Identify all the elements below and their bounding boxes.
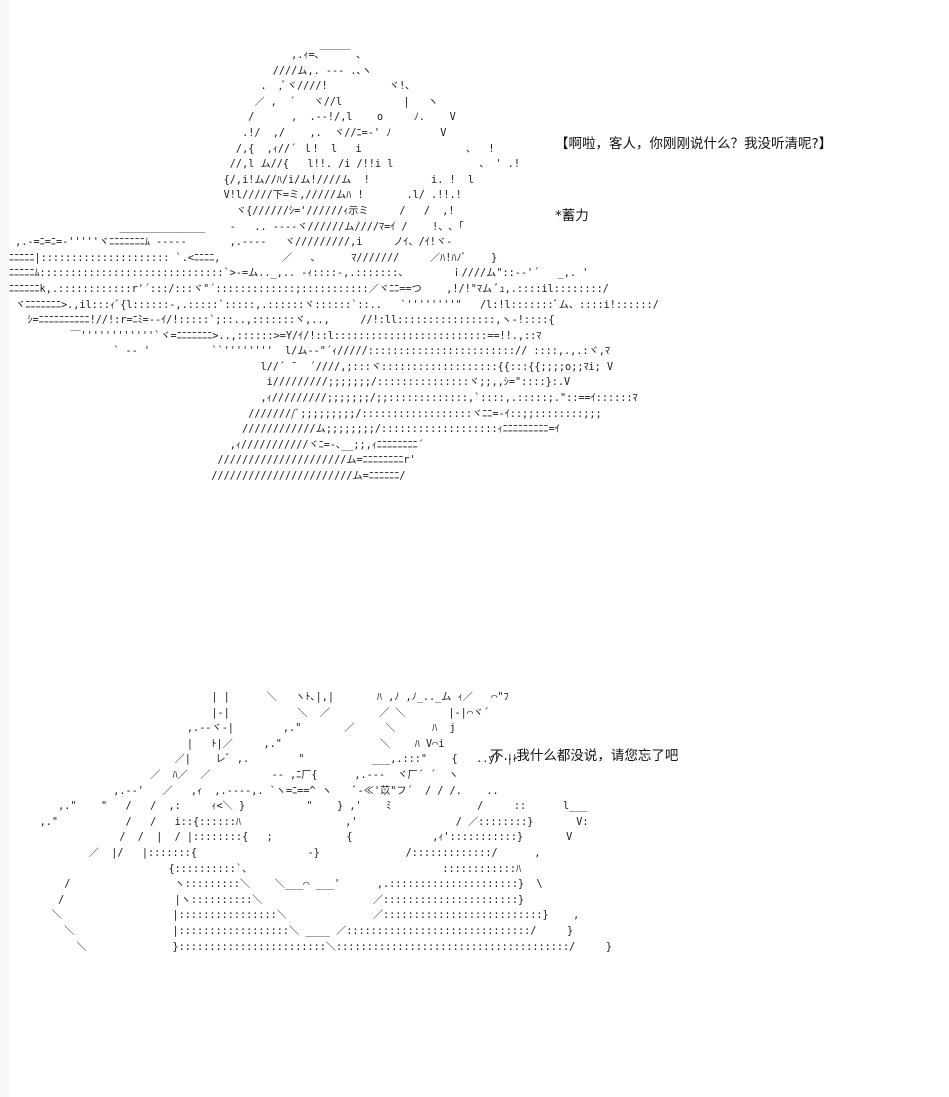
dialogue-line-3: 不...我什么都没说，请您忘了吧 (490, 748, 679, 764)
dialogue-line-1: 【啊啦，客人，你刚刚说什么？我没听清呢?】 (555, 136, 833, 152)
ascii-art-bottom-figure: | | ＼ ヽﾄ､|,| ﾊ ,ﾉ ,ﾉ_.._ム ｨ／ ⌒"ﾌ |‐| ＼ ／… (39, 692, 613, 953)
manga-page: ,.ｨ=､￣￣￣ ､ ////ム,. -‐- .､ヽ . ,ﾞヾ////! ヾ!… (9, 0, 949, 1097)
dialogue-line-2: *蓄力 (555, 208, 589, 224)
ascii-art-top-figure: ,.ｨ=､￣￣￣ ､ ////ム,. -‐- .､ヽ . ,ﾞヾ////! ヾ!… (9, 50, 659, 483)
